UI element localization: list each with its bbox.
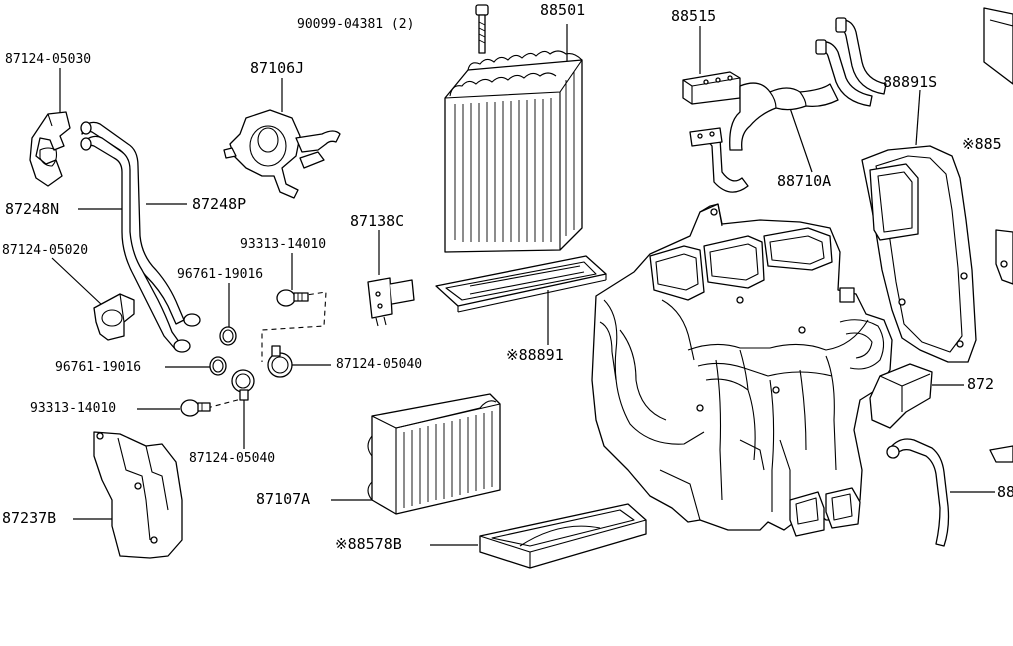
resistor-87138C-icon: [367, 277, 415, 327]
screw-93313-top-icon: [276, 289, 309, 307]
heater-pipes-87248-icon: [80, 121, 201, 353]
label-87124-05040-b: 87124-05040: [189, 451, 276, 466]
cover-87237B-icon: [93, 431, 183, 559]
heater-core-fins: [403, 411, 493, 508]
label-87124-05040-a: 87124-05040: [336, 357, 423, 372]
hose-clamp-87124-05040-a-icon: [267, 345, 293, 378]
label-90099-04381: 90099-04381 (2): [297, 17, 415, 32]
actuator-partial-icon: [869, 363, 933, 429]
label-87248N: 87248N: [5, 200, 60, 218]
label-88578B: ※88578B: [335, 535, 402, 553]
cooler-tubes-88710A-icon: [689, 17, 887, 193]
leader-lines: [51, 24, 995, 546]
label-88515: 88515: [671, 7, 717, 25]
ac-unit-housing-icon: [591, 203, 893, 537]
label-87107A: 87107A: [256, 490, 311, 508]
o-ring-96761-bottom-icon: [209, 356, 227, 376]
bracket-87124-05030-icon: [29, 111, 71, 187]
label-96761-19016-top: 96761-19016: [177, 267, 264, 282]
water-valve-87106J-icon: [223, 109, 341, 199]
filter-partial-icon: [983, 7, 1013, 85]
label-88891: ※88891: [506, 346, 564, 364]
drain-hose-icon: [886, 438, 1013, 547]
clamp-87124-05020-icon: [93, 293, 135, 341]
expansion-valve-88515-icon: [682, 71, 741, 105]
label-96761-19016-bottom: 96761-19016: [55, 360, 142, 375]
label-93313-14010-bottom: 93313-14010: [30, 401, 117, 416]
hose-clamp-87124-05040-b-icon: [231, 369, 255, 401]
bolt-90099-icon: [475, 4, 489, 54]
label-87248P: 87248P: [192, 195, 247, 213]
tray-88891-icon: [435, 255, 607, 313]
label-885-cut: ※885: [962, 135, 1002, 153]
screw-93313-bottom-icon: [180, 399, 211, 417]
evaporator-fins: [454, 72, 575, 242]
label-88501: 88501: [540, 1, 586, 19]
label-93313-14010-top: 93313-14010: [240, 237, 327, 252]
label-87124-05030: 87124-05030: [5, 52, 92, 67]
label-88710A: 88710A: [777, 172, 832, 190]
bracket-partial-icon: [995, 229, 1013, 285]
o-ring-96761-top-icon: [219, 326, 237, 346]
tray-88578B-icon: [479, 503, 647, 569]
label-87106J: 87106J: [250, 59, 305, 77]
label-87237B: 87237B: [2, 509, 57, 527]
evaporator-88501-icon: [444, 50, 583, 253]
heater-core-87107A-icon: [367, 393, 501, 515]
label-872-cut: 872: [967, 375, 995, 393]
label-88-cut: 88: [997, 483, 1013, 501]
cover-88891S-icon: [861, 145, 977, 363]
label-87124-05020: 87124-05020: [2, 243, 89, 258]
label-88891S: 88891S: [883, 73, 938, 91]
label-87138C: 87138C: [350, 212, 405, 230]
